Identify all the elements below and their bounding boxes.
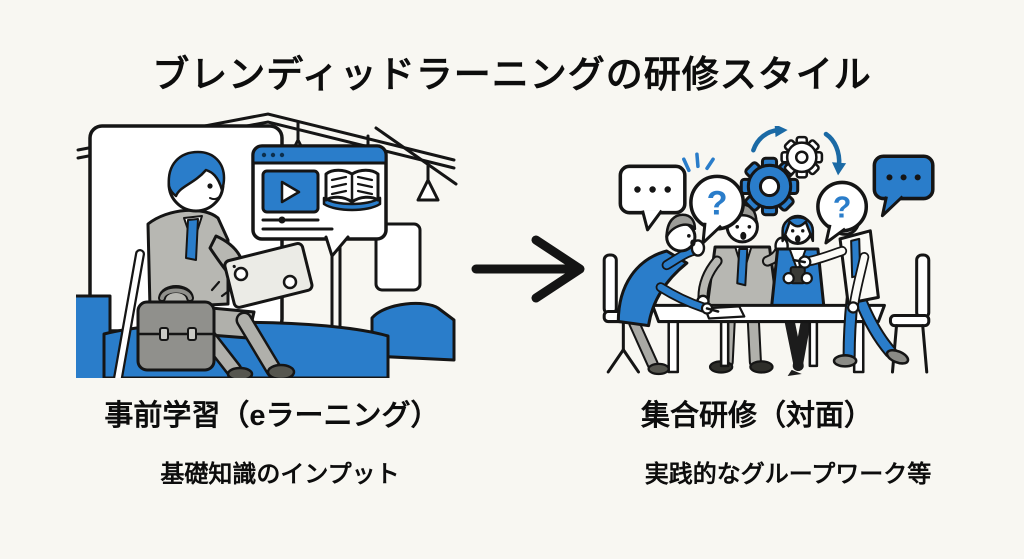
office-chair (602, 253, 931, 374)
speech-bubble-dots-icon-blue (872, 154, 935, 218)
gear-icon (739, 156, 800, 217)
businessman (146, 150, 314, 378)
page-title: ブレンディッドラーニングの研修スタイル (152, 54, 872, 95)
briefcase-icon (136, 280, 232, 372)
hair (167, 150, 226, 198)
play-icon (261, 169, 320, 214)
tablet (223, 242, 314, 309)
svg-text:?: ? (833, 192, 851, 225)
question-bubble-icon: ? (689, 174, 746, 245)
speech-bubble-dots-icon (618, 164, 687, 232)
gear-icon-small (780, 135, 824, 179)
elearning-illustration (76, 106, 458, 378)
svg-text:?: ? (707, 185, 728, 223)
flow-arrow-icon (468, 233, 598, 305)
person-pointing-man (616, 213, 720, 376)
left-description: 基礎知識のインプット (160, 461, 400, 488)
train-scene (76, 112, 458, 378)
right-caption: 集合研修（対面） (640, 400, 873, 432)
meeting-scene: ? (602, 126, 935, 376)
left-caption: 事前学習（eラーニング） (104, 400, 440, 432)
sparkle-icon (682, 152, 715, 173)
question-bubble-icon: ? (816, 180, 869, 245)
group-training-illustration: ? (600, 126, 938, 378)
progress-bar (261, 218, 334, 231)
right-description: 実践的なグループワーク等 (644, 461, 932, 488)
open-book-icon (322, 168, 382, 212)
grab-pole (113, 249, 145, 378)
browser-window-icon (251, 144, 388, 258)
cycle-arrows-icon (751, 126, 847, 176)
